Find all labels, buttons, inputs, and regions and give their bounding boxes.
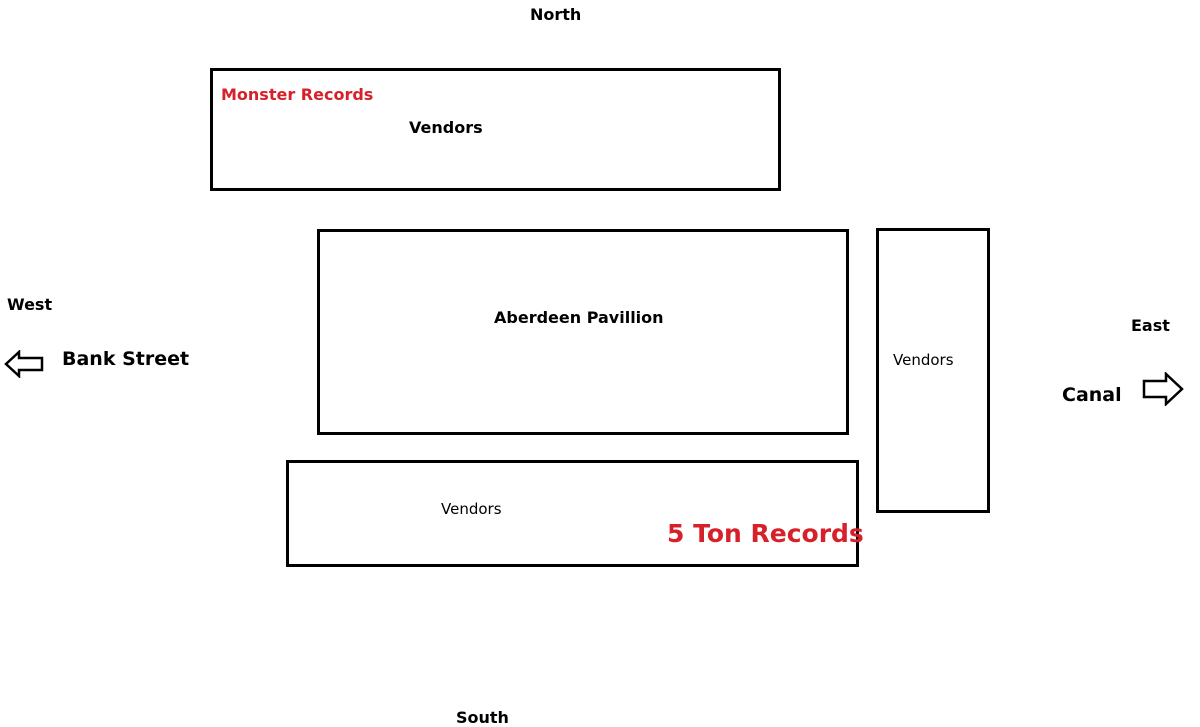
compass-south-label: South <box>456 708 509 727</box>
compass-west-label: West <box>7 295 53 314</box>
east-vendors-label: Vendors <box>893 351 954 369</box>
monster-records-label: Monster Records <box>221 85 374 104</box>
bank-street-label: Bank Street <box>62 348 190 370</box>
arrow-left-icon <box>4 350 44 378</box>
compass-north-label: North <box>530 5 582 24</box>
north-vendors-label: Vendors <box>409 118 483 137</box>
aberdeen-pavillion-block: Aberdeen Pavillion <box>317 229 849 435</box>
east-vendor-block: Vendors <box>876 228 990 513</box>
aberdeen-pavillion-label: Aberdeen Pavillion <box>494 308 664 327</box>
five-ton-records-label: 5 Ton Records <box>667 519 864 548</box>
compass-east-label: East <box>1131 316 1170 335</box>
south-vendor-block: Vendors 5 Ton Records <box>286 460 864 567</box>
canal-label: Canal <box>1062 384 1122 406</box>
south-vendors-label: Vendors <box>441 500 502 518</box>
arrow-right-icon <box>1142 372 1184 406</box>
north-vendor-block: Monster Records Vendors <box>210 68 781 191</box>
